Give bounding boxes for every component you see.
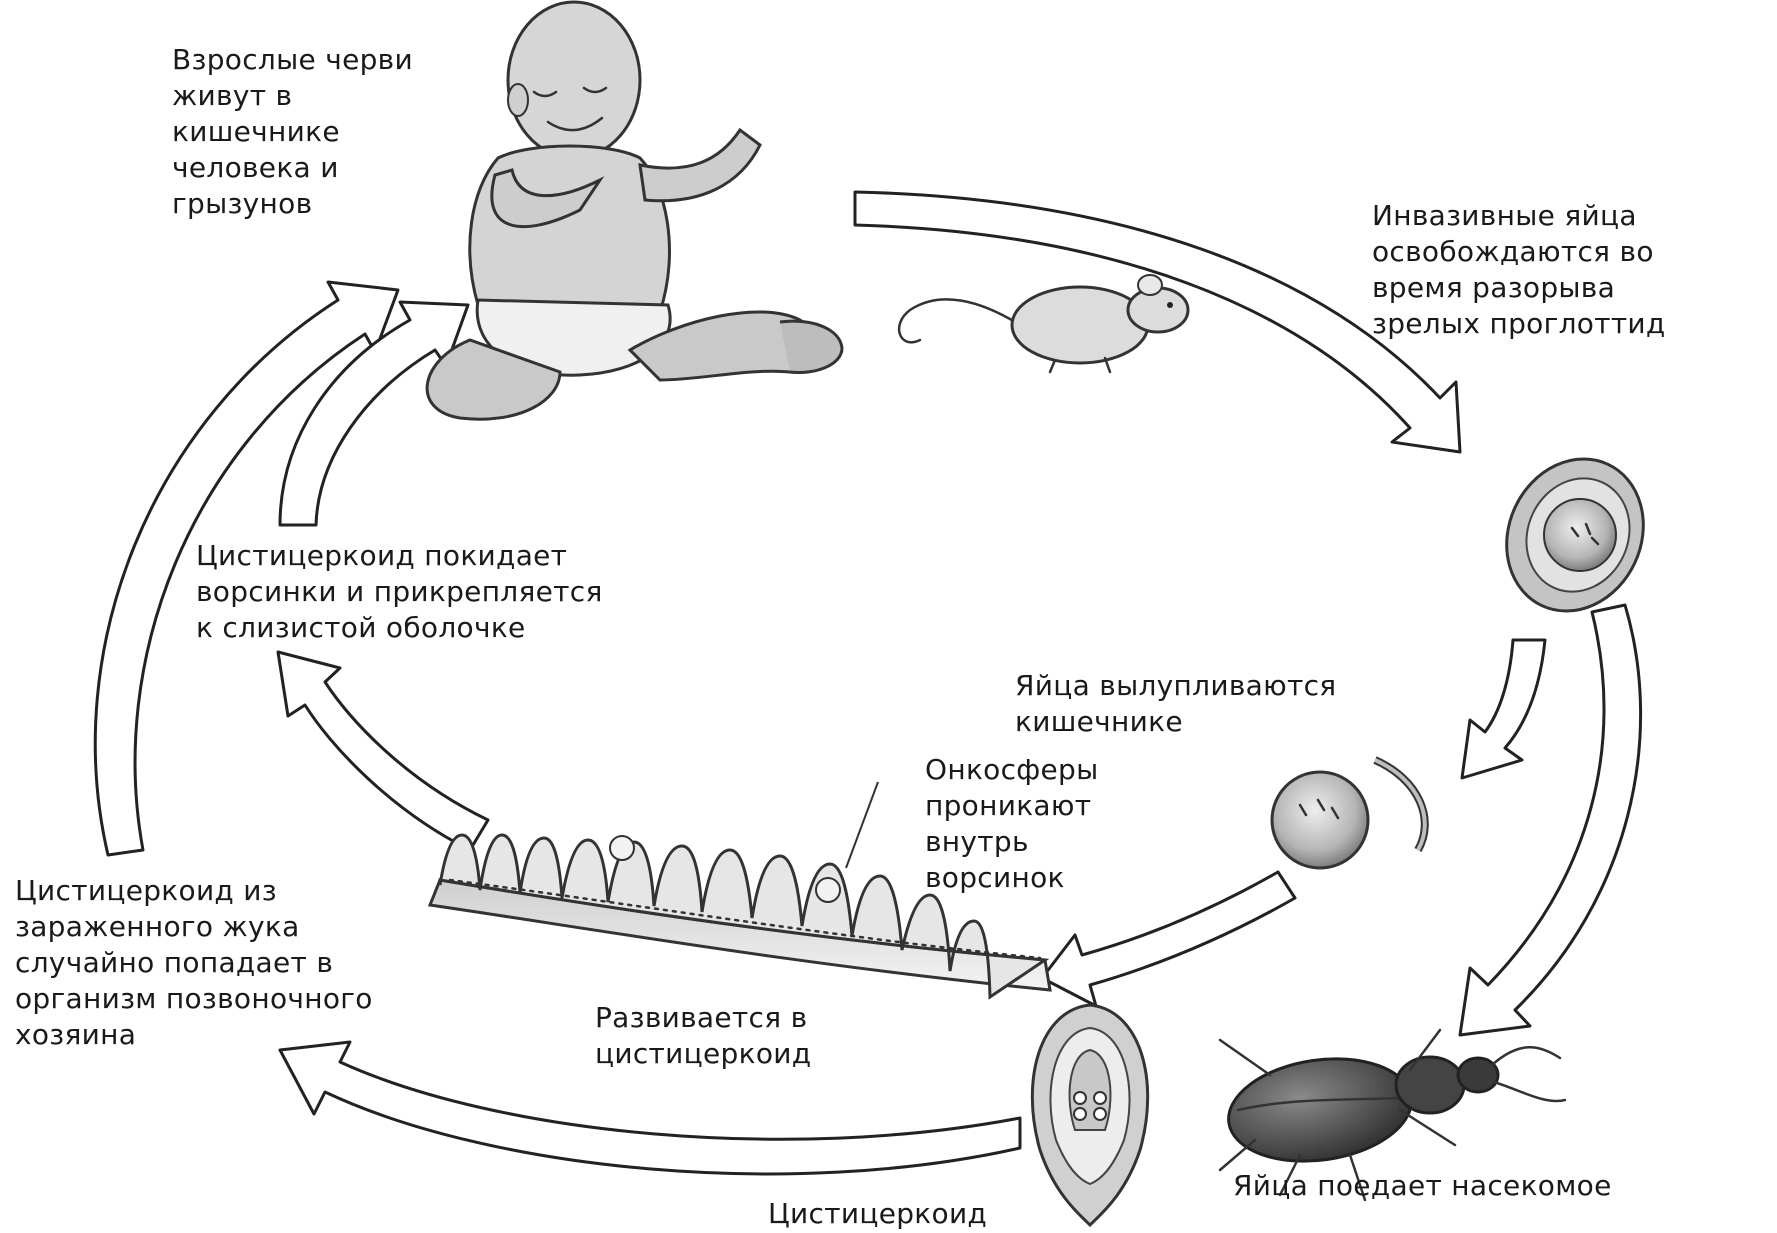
arrow-egg-to-beetle <box>1458 603 1643 1037</box>
label-eggs-released: Инвазивные яйца освобождаются во время р… <box>1372 199 1666 340</box>
hatching-oncosphere-illustration <box>1270 756 1429 870</box>
label-eggs-hatch: Яйца вылупливаются кишечнике <box>1015 669 1337 738</box>
label-insect-eats-eggs: Яйца поедает насекомое <box>1233 1169 1612 1202</box>
villi-wave <box>438 833 1050 1000</box>
cysticercoid-illustration <box>1030 1003 1150 1228</box>
label-cysticercoid: Цистицеркоид <box>768 1197 988 1230</box>
intestinal-villi-illustration <box>427 781 1052 1000</box>
child-host-illustration <box>425 0 844 421</box>
arrow-host-to-adults <box>93 280 400 857</box>
arrow-mucosa-to-adults <box>278 300 470 527</box>
label-cysticercoid-leaves-villi: Цистицеркоид покидает ворсинки и прикреп… <box>196 539 603 644</box>
arrow-oncosphere-to-villi <box>1040 870 1297 1008</box>
arrow-egg-to-hatch <box>1460 638 1547 780</box>
label-oncospheres-penetrate: Онкосферы проникают внутрь ворсинок <box>925 753 1099 894</box>
rodent-host-illustration <box>898 274 1190 374</box>
arrow-human-to-egg <box>853 190 1462 454</box>
label-develops-into-cysticercoid: Развивается в цистицеркоид <box>595 1001 812 1070</box>
egg-illustration <box>1505 457 1645 613</box>
label-adult-worms: Взрослые черви живут в кишечнике человек… <box>172 43 413 220</box>
arrow-villi-to-mucosa <box>276 650 490 852</box>
arrow-cysticercoid-to-host <box>278 1040 1022 1176</box>
beetle-intermediate-host-illustration <box>1218 1028 1567 1202</box>
label-accidental-ingestion: Цистицеркоид из зараженного жука случайн… <box>15 874 373 1051</box>
